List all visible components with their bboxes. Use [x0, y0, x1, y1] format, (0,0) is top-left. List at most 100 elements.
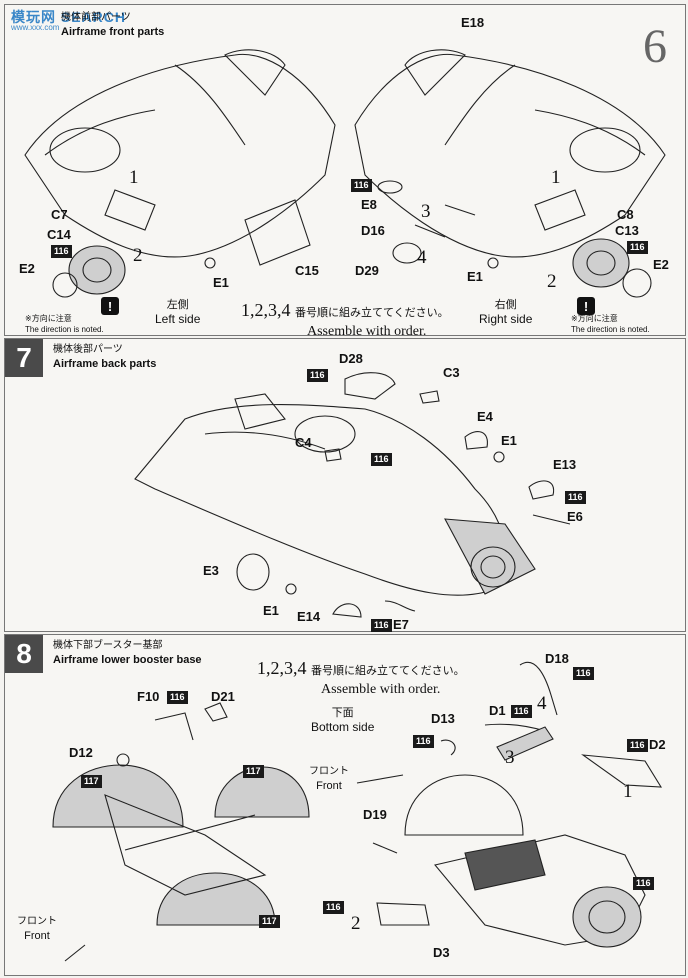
- part-e14: E14: [297, 609, 321, 624]
- step-7-title: 機体後部パーツ Airframe back parts: [53, 343, 156, 371]
- front-label-left: フロント Front: [17, 915, 57, 943]
- paint-116-right: 116: [627, 241, 648, 254]
- step-8-order-note: 1,2,3,4 番号順に組み立ててください。 Assemble with ord…: [257, 659, 465, 699]
- part-e1-top: E1: [501, 433, 517, 448]
- caution-right-en: The direction is noted.: [571, 325, 650, 334]
- caution-icon-left: !: [101, 297, 119, 315]
- paint-116-f10: 116: [167, 691, 188, 704]
- part-d19: D19: [363, 807, 387, 822]
- step-7-number: 7: [5, 339, 43, 377]
- step-8-title-jp: 機体下部ブースター基部: [53, 640, 163, 651]
- part-d16: D16: [361, 223, 385, 238]
- paint-116-center: 116: [371, 453, 392, 466]
- part-e3: E3: [203, 563, 219, 578]
- part-d13: D13: [431, 711, 455, 726]
- step-8-order-1: 1: [623, 781, 633, 802]
- step-8-order-en: Assemble with order.: [321, 682, 441, 697]
- paint-116-d13: 116: [413, 735, 434, 748]
- part-d28: D28: [339, 351, 363, 366]
- caution-icon-right: !: [577, 297, 595, 315]
- step-6-order-nums: 1,2,3,4: [241, 300, 291, 320]
- paint-116-d3: 116: [323, 901, 344, 914]
- part-c8: C8: [617, 207, 634, 222]
- caution-right: ※方向に注意 The direction is noted.: [571, 313, 650, 335]
- step-8-title: 機体下部ブースター基部 Airframe lower booster base: [53, 639, 202, 667]
- paint-116-d28: 116: [307, 369, 328, 382]
- left-order-2: 2: [133, 245, 143, 266]
- paint-117-bottom: 117: [259, 915, 280, 928]
- step-8-illustration: [52, 662, 663, 962]
- step-7-title-jp: 機体後部パーツ: [53, 344, 123, 355]
- bottom-side-jp: 下面: [331, 706, 354, 719]
- part-d29: D29: [355, 263, 379, 278]
- part-e13: E13: [553, 457, 577, 472]
- part-d2: D2: [649, 737, 666, 752]
- paint-116-d1: 116: [511, 705, 532, 718]
- paint-116-e7: 116: [371, 619, 392, 632]
- part-e8: E8: [361, 197, 377, 212]
- part-c3: C3: [443, 365, 460, 380]
- caution-right-jp: ※方向に注意: [571, 314, 618, 323]
- caution-left-en: The direction is noted.: [25, 325, 104, 334]
- step-6-title-jp: 機体前部パーツ: [61, 12, 131, 23]
- part-d3: D3: [433, 945, 450, 960]
- watermark-url: www.xxx.com: [11, 23, 60, 32]
- part-c15: C15: [295, 263, 319, 278]
- part-e6: E6: [567, 509, 583, 524]
- part-d1: D1: [489, 703, 506, 718]
- step-7-section: 7 機体後部パーツ Airframe back parts 116 D28 C3…: [4, 338, 686, 632]
- step-7-title-en: Airframe back parts: [53, 358, 157, 370]
- part-e4: E4: [477, 409, 493, 424]
- center-order-4: 4: [417, 247, 427, 268]
- right-side-en: Right side: [479, 312, 533, 326]
- step-6-section: 模玩网 SEARCH www.xxx.com 機体前部パーツ Airframe …: [4, 4, 686, 339]
- part-e2-right: E2: [653, 257, 669, 272]
- part-f10: F10: [137, 689, 160, 704]
- paint-117-right: 117: [243, 765, 264, 778]
- front-right-jp: フロント: [309, 766, 349, 777]
- step-8-order-2: 2: [351, 913, 361, 934]
- part-c7: C7: [51, 207, 68, 222]
- front-label-right: フロント Front: [309, 765, 349, 793]
- right-side-jp: 右側: [494, 298, 517, 311]
- right-order-1: 1: [551, 167, 561, 188]
- part-e2-left: E2: [19, 261, 35, 276]
- caution-left: ※方向に注意 The direction is noted.: [25, 313, 104, 335]
- part-e1-left: E1: [213, 275, 229, 290]
- step-6-title-en: Airframe front parts: [61, 26, 165, 38]
- step-6-big-number: 6: [643, 20, 667, 73]
- paint-116-e6: 116: [565, 491, 586, 504]
- part-d12: D12: [69, 745, 93, 760]
- paint-116-booster: 116: [633, 877, 654, 890]
- step-6-order-jp: 番号順に組み立ててください。: [294, 306, 449, 319]
- paint-117-left: 117: [81, 775, 102, 788]
- left-side-jp: 左側: [166, 298, 189, 311]
- step-8-title-en: Airframe lower booster base: [53, 654, 202, 666]
- paint-116-left: 116: [51, 245, 72, 258]
- right-order-2: 2: [547, 271, 557, 292]
- step-8-number: 8: [5, 635, 43, 673]
- part-e18: E18: [461, 15, 485, 30]
- front-left-jp: フロント: [17, 916, 57, 927]
- step-8-order-jp: 番号順に組み立ててください。: [310, 664, 465, 677]
- step-8-order-nums: 1,2,3,4: [257, 658, 307, 678]
- front-right-en: Front: [316, 780, 342, 792]
- step-6-illustration: [24, 49, 666, 298]
- part-c13: C13: [615, 223, 639, 238]
- paint-116-d18: 116: [573, 667, 594, 680]
- step-6-order-note: 1,2,3,4 番号順に組み立ててください。 Assemble with ord…: [241, 301, 449, 341]
- step-6-order-en: Assemble with order.: [307, 324, 427, 339]
- watermark-brand: 模玩网 SEARCH: [11, 9, 127, 25]
- center-order-3: 3: [421, 201, 431, 222]
- left-order-1: 1: [129, 167, 139, 188]
- step-8-order-3: 3: [505, 747, 515, 768]
- part-c4: C4: [295, 435, 312, 450]
- part-d21: D21: [211, 689, 235, 704]
- caution-left-jp: ※方向に注意: [25, 314, 72, 323]
- step-7-illustration: [134, 372, 571, 618]
- part-e7: E7: [393, 617, 409, 632]
- part-e1-bottom: E1: [263, 603, 279, 618]
- step-8-order-4: 4: [537, 693, 547, 714]
- step-8-section: 8 機体下部ブースター基部 Airframe lower booster bas…: [4, 634, 686, 976]
